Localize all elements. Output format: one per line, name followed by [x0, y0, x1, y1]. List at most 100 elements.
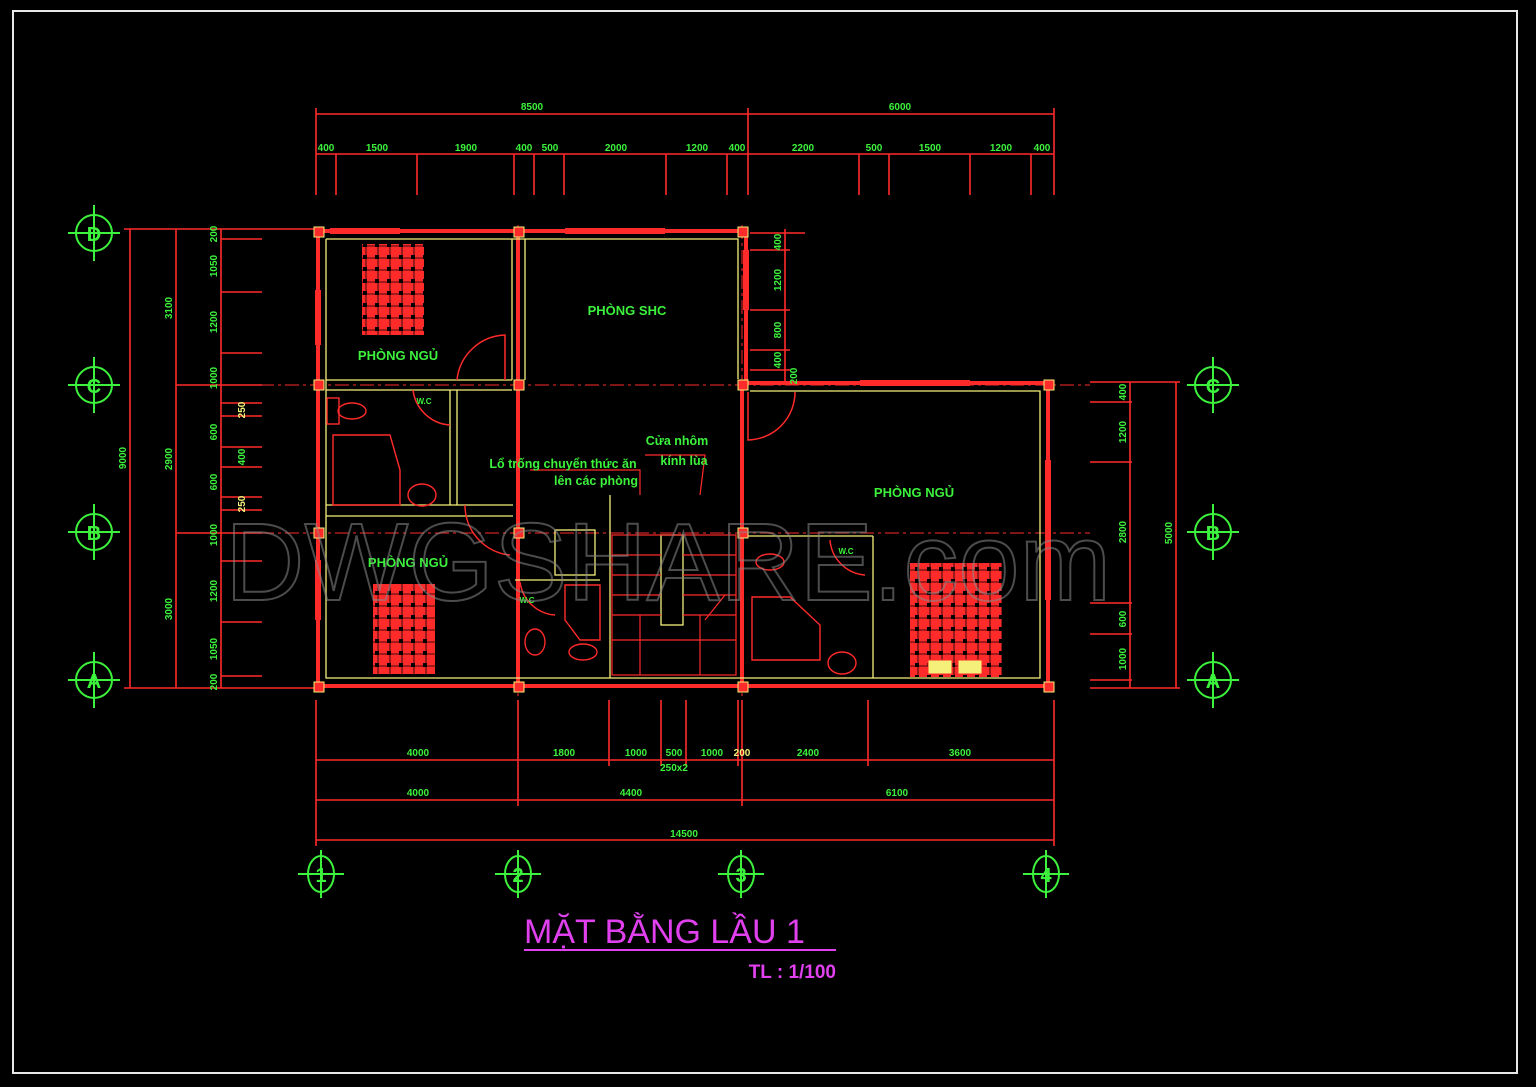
drawing-frame — [12, 10, 1518, 1074]
svg-text:8500: 8500 — [521, 102, 544, 113]
bed-icon — [362, 244, 424, 335]
room-label-shc: PHÒNG SHC — [588, 303, 667, 318]
svg-text:1200: 1200 — [209, 310, 220, 333]
shower-icon — [751, 596, 821, 661]
grid-label-4: 4 — [1040, 865, 1052, 887]
svg-text:800: 800 — [773, 321, 784, 338]
svg-text:4000: 4000 — [407, 788, 430, 799]
window-note-line1: Cửa nhôm — [646, 434, 709, 448]
svg-text:1200: 1200 — [773, 268, 784, 291]
staircase — [611, 534, 737, 676]
top-dimensions: 8500 6000 400 1500 1900 400 500 2000 120… — [318, 102, 1051, 154]
svg-text:2900: 2900 — [164, 447, 175, 470]
grid-label-c: C — [87, 376, 101, 398]
svg-text:2400: 2400 — [797, 748, 820, 759]
svg-text:500: 500 — [542, 143, 559, 154]
svg-text:1000: 1000 — [209, 366, 220, 389]
sink-icon — [524, 628, 546, 656]
drawing-scale: TL : 1/100 — [749, 962, 836, 983]
svg-text:250x2: 250x2 — [660, 763, 688, 774]
svg-text:1900: 1900 — [455, 143, 478, 154]
svg-text:6000: 6000 — [889, 102, 912, 113]
svg-text:600: 600 — [1118, 610, 1129, 627]
svg-text:400: 400 — [318, 143, 335, 154]
room-label-wc-1: W.C — [416, 397, 431, 406]
mid-dimensions: 400 1200 800 400 200 — [773, 233, 800, 384]
bottom-dimensions: 4000 1800 1000 500 1000 200 2400 3600 25… — [407, 748, 972, 840]
svg-text:500: 500 — [866, 143, 883, 154]
grid-bubbles — [68, 205, 1239, 898]
svg-text:1050: 1050 — [209, 254, 220, 277]
svg-text:500: 500 — [666, 748, 683, 759]
drawing-title: MẶT BẰNG LẦU 1 — [524, 913, 805, 951]
right-dimensions: 400 1200 2800 600 1000 5000 — [1118, 383, 1175, 670]
svg-text:250: 250 — [237, 401, 248, 418]
grid-label-2: 2 — [512, 865, 523, 887]
svg-text:2800: 2800 — [1118, 520, 1129, 543]
svg-text:600: 600 — [209, 473, 220, 490]
grid-label-a: A — [87, 671, 101, 693]
toilet-tank-icon — [326, 397, 340, 425]
bed-icon — [910, 563, 1002, 677]
svg-text:400: 400 — [1118, 383, 1129, 400]
svg-text:1050: 1050 — [209, 637, 220, 660]
left-dimensions: 9000 3100 2900 3000 200 1050 1200 1000 2… — [118, 225, 248, 690]
room-label-bedroom-sw: PHÒNG NGỦ — [368, 555, 448, 570]
bathroom-fixtures — [326, 397, 857, 675]
svg-text:2200: 2200 — [792, 143, 815, 154]
toilet-icon — [568, 643, 598, 661]
svg-text:400: 400 — [729, 143, 746, 154]
grid-label-1: 1 — [315, 865, 326, 887]
shower-icon — [332, 434, 401, 506]
svg-text:3100: 3100 — [164, 296, 175, 319]
window-note-line2: kính lùa — [660, 454, 708, 468]
svg-text:9000: 9000 — [118, 446, 129, 469]
food-opening-note-line2: lên các phòng — [554, 474, 638, 488]
svg-text:1000: 1000 — [209, 523, 220, 546]
svg-text:200: 200 — [789, 367, 800, 384]
grid-label-c-right: C — [1206, 376, 1220, 398]
svg-text:1000: 1000 — [701, 748, 724, 759]
room-label-wc-3: W.C — [838, 547, 853, 556]
svg-text:400: 400 — [1034, 143, 1051, 154]
svg-text:1500: 1500 — [919, 143, 942, 154]
grid-label-a-right: A — [1206, 671, 1220, 693]
toilet-icon — [755, 553, 785, 571]
toilet-icon — [337, 402, 367, 420]
dimension-lines — [124, 108, 1180, 846]
grid-label-d: D — [87, 224, 101, 246]
svg-text:400: 400 — [237, 448, 248, 465]
food-opening-note-line1: Lổ trống chuyển thức ăn — [489, 457, 636, 471]
room-label-bedroom-east: PHÒNG NGỦ — [874, 485, 954, 500]
svg-text:400: 400 — [773, 351, 784, 368]
grid-label-3: 3 — [735, 865, 746, 887]
svg-text:400: 400 — [516, 143, 533, 154]
shower-icon — [564, 584, 601, 641]
svg-text:1200: 1200 — [990, 143, 1013, 154]
beds — [362, 244, 1002, 677]
svg-text:400: 400 — [773, 233, 784, 250]
sink-icon — [407, 483, 437, 507]
grid-label-b-right: B — [1206, 523, 1220, 545]
svg-text:200: 200 — [734, 748, 751, 759]
svg-text:1800: 1800 — [553, 748, 576, 759]
svg-text:2000: 2000 — [605, 143, 628, 154]
svg-text:250: 250 — [237, 495, 248, 512]
walls — [313, 226, 1055, 693]
leader-lines — [530, 454, 706, 496]
grid-label-b: B — [87, 523, 101, 545]
bed-icon — [373, 584, 435, 674]
svg-text:1500: 1500 — [366, 143, 389, 154]
svg-text:200: 200 — [209, 225, 220, 242]
svg-text:1200: 1200 — [1118, 420, 1129, 443]
door-swings — [412, 334, 866, 616]
svg-text:3600: 3600 — [949, 748, 972, 759]
svg-text:1000: 1000 — [625, 748, 648, 759]
svg-text:5000: 5000 — [1164, 521, 1175, 544]
grid-labels: D C B A C B A 1 2 3 4 — [87, 224, 1220, 887]
svg-text:14500: 14500 — [670, 829, 698, 840]
svg-text:200: 200 — [209, 673, 220, 690]
sink-icon — [827, 651, 857, 675]
svg-text:1000: 1000 — [1118, 647, 1129, 670]
